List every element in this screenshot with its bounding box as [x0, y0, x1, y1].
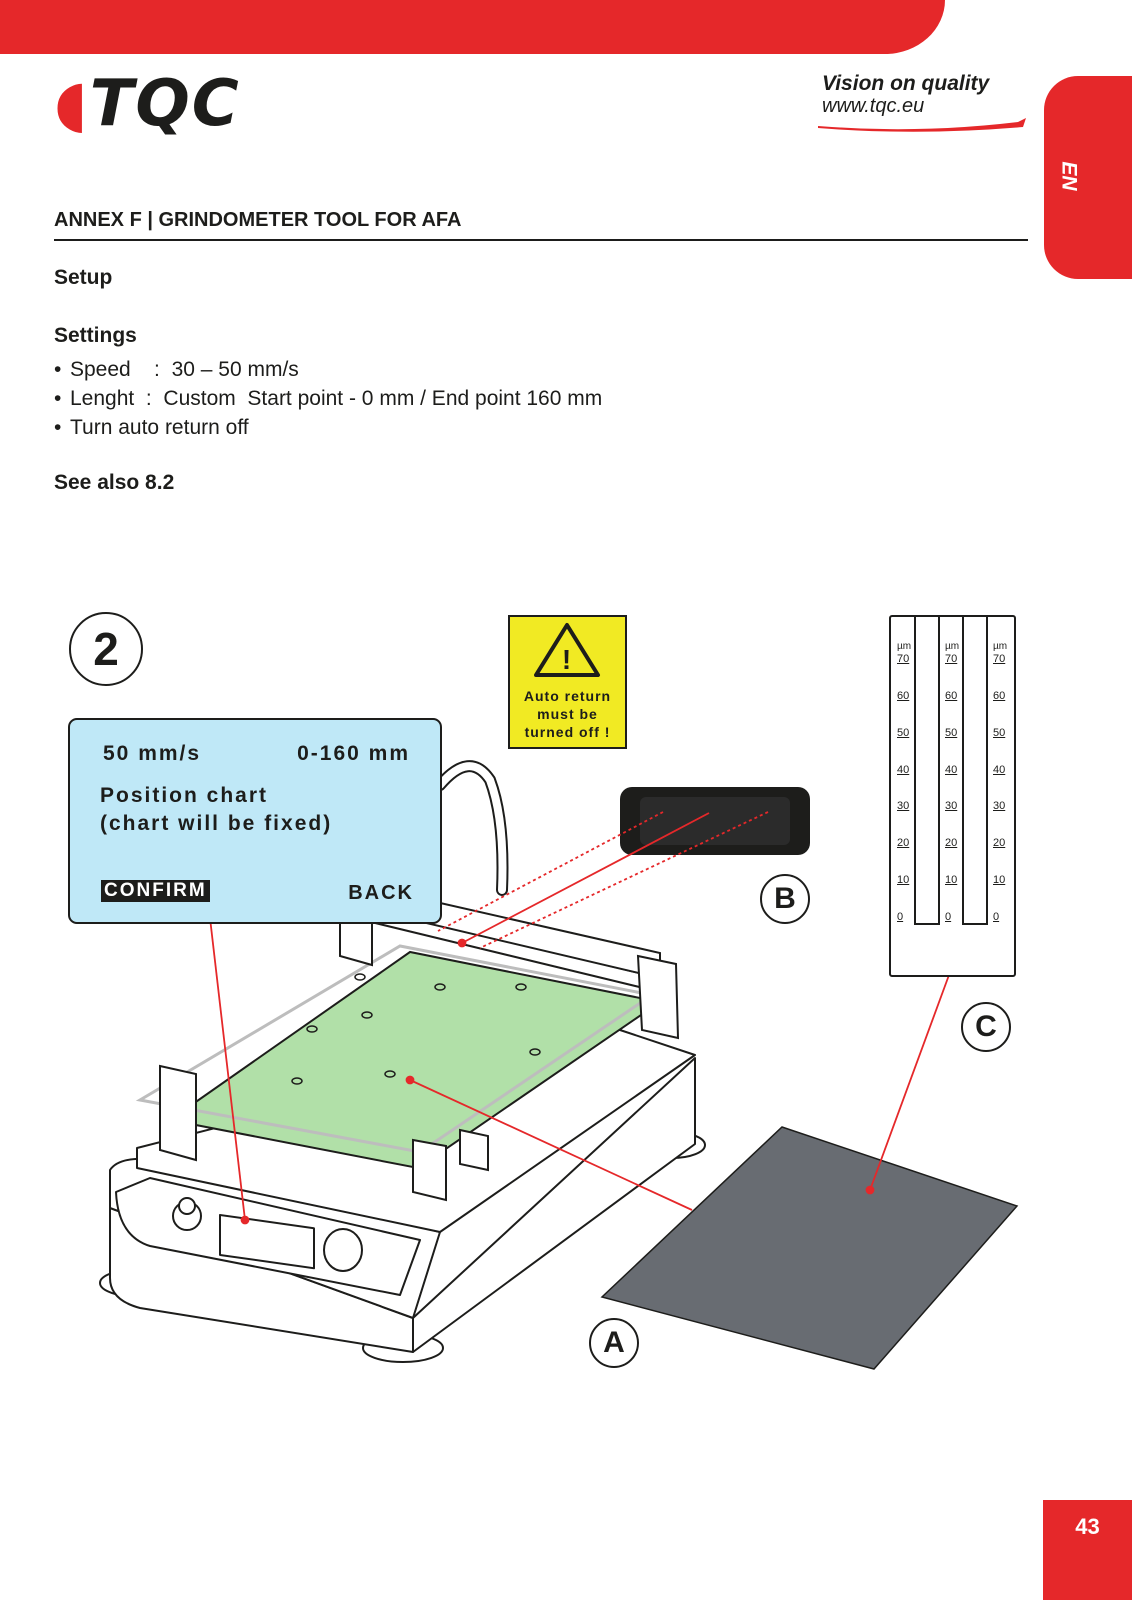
- gauge-tick: 60: [993, 690, 1006, 702]
- gauge-tick: 70: [945, 653, 958, 665]
- website-link[interactable]: www.tqc.eu: [822, 95, 925, 117]
- gauge-scale: µm 70 60 50 40 30 20 10 0: [891, 617, 929, 927]
- chart-sheet: [600, 1126, 1019, 1370]
- gauge-scale: µm 70 60 50 40 30 20 10 0: [987, 617, 1025, 927]
- gauge-groove: [914, 617, 940, 925]
- list-item: Lenght : Custom Start point - 0 mm / End…: [54, 384, 602, 413]
- display-message-line: (chart will be fixed): [100, 812, 333, 835]
- heading-rule: [54, 239, 1028, 241]
- gauge-unit: µm: [897, 641, 912, 652]
- setup-label: Setup: [54, 266, 113, 289]
- callout-b: B: [760, 874, 810, 924]
- gauge-tick: 60: [897, 690, 910, 702]
- gauge-tick: 50: [897, 727, 910, 739]
- gauge-tick: 50: [945, 727, 958, 739]
- gauge-tick: 70: [897, 653, 910, 665]
- gauge-unit: µm: [945, 641, 960, 652]
- confirm-button[interactable]: CONFIRM: [101, 880, 210, 902]
- section-heading: ANNEX F | GRINDOMETER TOOL FOR AFA: [54, 209, 462, 231]
- tqc-logo: ◖TQC: [54, 67, 241, 141]
- gauge-tick: 0: [945, 911, 952, 923]
- gauge-tick: 70: [993, 653, 1006, 665]
- see-also-reference: See also 8.2: [54, 471, 175, 494]
- warning-label: ! Auto return must be turned off !: [508, 615, 627, 749]
- gauge-tick: 40: [993, 764, 1006, 776]
- gauge-groove: [962, 617, 988, 925]
- settings-list: Speed : 30 – 50 mm/s Lenght : Custom Sta…: [54, 355, 602, 442]
- gauge-tick: 40: [945, 764, 958, 776]
- page-number: 43: [1075, 1514, 1100, 1539]
- callout-a: A: [589, 1318, 639, 1368]
- film-applicator-machine: [99, 1028, 706, 1363]
- header-red-band: [0, 0, 945, 54]
- display-message: Position chart (chart will be fixed): [100, 782, 332, 838]
- warning-text: Auto return: [523, 688, 612, 704]
- gauge-tick: 10: [945, 874, 958, 886]
- back-button[interactable]: BACK: [348, 882, 414, 904]
- gauge-tick: 30: [993, 800, 1006, 812]
- tagline: Vision on quality www.tqc.eu: [822, 72, 990, 118]
- warning-triangle-icon: !: [534, 623, 600, 677]
- gauge-tick: 30: [897, 800, 910, 812]
- gauge-scale: µm 70 60 50 40 30 20 10 0: [939, 617, 977, 927]
- step-number: 2: [69, 612, 143, 686]
- language-tab-label: EN: [1057, 161, 1081, 191]
- gauge-tick: 20: [897, 837, 910, 849]
- gauge-tick: 30: [945, 800, 958, 812]
- gauge-tick: 10: [897, 874, 910, 886]
- list-item: Turn auto return off: [54, 413, 602, 442]
- warning-symbol: !: [562, 644, 572, 675]
- gauge-tick: 60: [945, 690, 958, 702]
- gauge-tick: 20: [945, 837, 958, 849]
- gauge-tick: 50: [993, 727, 1006, 739]
- warning-text: turned off !: [524, 724, 611, 740]
- display-message-line: Position chart: [100, 784, 269, 807]
- tagline-text: Vision on quality: [822, 72, 990, 95]
- page-number-box: 43: [1043, 1500, 1132, 1600]
- tagline-swoosh: [818, 118, 1026, 132]
- gauge-unit: µm: [993, 641, 1008, 652]
- gauge-tick: 40: [897, 764, 910, 776]
- settings-title: Settings: [54, 324, 137, 347]
- applicator-illustration: [99, 760, 1019, 1370]
- display-speed: 50 mm/s: [103, 742, 202, 765]
- display-range: 0-160 mm: [297, 742, 410, 765]
- language-tab[interactable]: EN: [1044, 76, 1132, 279]
- grindometer-gauge: µm 70 60 50 40 30 20 10 0 µm 70 60 50 40…: [889, 615, 1016, 977]
- callout-c: C: [961, 1002, 1011, 1052]
- gauge-tick: 20: [993, 837, 1006, 849]
- warning-text: must be: [537, 706, 598, 722]
- gauge-tick: 0: [993, 911, 1000, 923]
- gauge-tick: 0: [897, 911, 904, 923]
- list-item: Speed : 30 – 50 mm/s: [54, 355, 602, 384]
- gauge-tick: 10: [993, 874, 1006, 886]
- machine-display-screen: 50 mm/s 0-160 mm Position chart (chart w…: [68, 718, 442, 924]
